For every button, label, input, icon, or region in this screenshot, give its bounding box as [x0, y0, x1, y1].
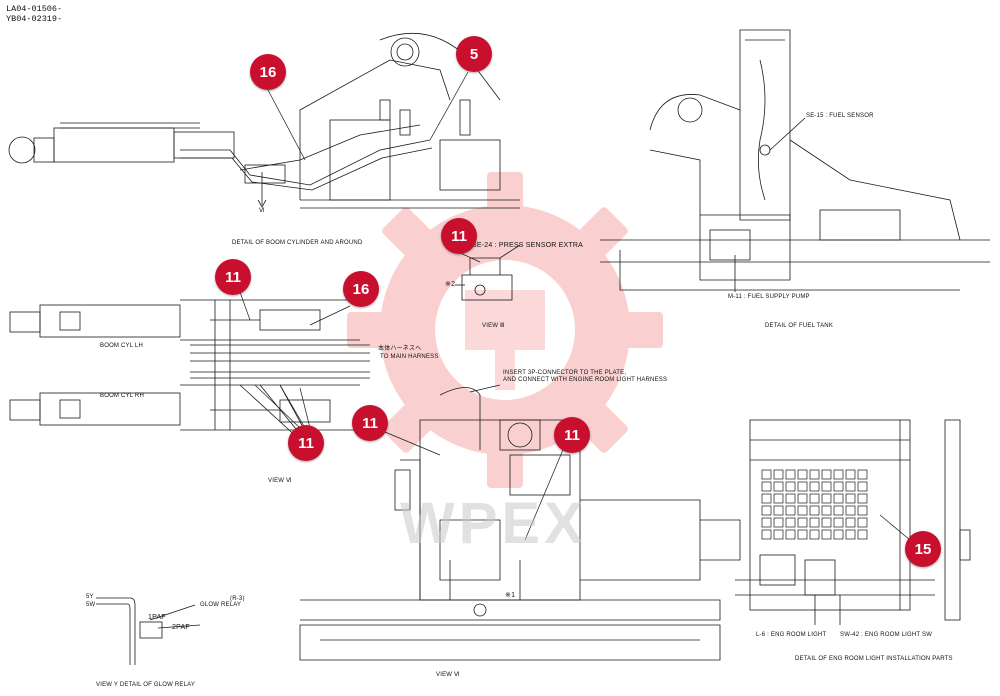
callout-part-11[interactable]: 11	[441, 218, 477, 254]
label-eng-light-sw: SW-42 : ENG ROOM LIGHT SW	[840, 632, 933, 638]
press-sensor-view	[455, 244, 521, 301]
label-main-harness-jp: 本体ハーネスへ	[378, 346, 422, 352]
label-boom-lh: BOOM CYL LH	[100, 343, 143, 349]
doc-id-2: YB04-02319-	[6, 14, 63, 24]
callout-part-16[interactable]: 16	[250, 54, 286, 90]
label-press-sensor: SE-24 : PRESS SENSOR EXTRA	[472, 242, 584, 249]
label-main-harness: TO MAIN HARNESS	[380, 354, 439, 360]
callout-part-11[interactable]: 11	[352, 405, 388, 441]
label-insert-note-1: INSERT 3P-CONNECTOR TO THE PLATE,	[503, 370, 627, 376]
label-insert-note-2: AND CONNECT WITH ENGINE ROOM LIGHT HARNE…	[503, 377, 668, 383]
callout-part-11[interactable]: 11	[554, 417, 590, 453]
watermark-text: WPEX	[400, 491, 587, 556]
callout-part-5[interactable]: 5	[456, 36, 492, 72]
callout-part-15[interactable]: 15	[905, 531, 941, 567]
boom-cylinders-lh-rh	[9, 299, 370, 441]
label-wire-5y: 5Y	[86, 594, 94, 600]
label-2paf: 2PAF	[172, 624, 190, 631]
label-fuel-pump: M-11 : FUEL SUPPLY PUMP	[728, 294, 810, 300]
caption-fuel-tank: DETAIL OF FUEL TANK	[765, 323, 834, 329]
doc-id-1: LA04-01506-	[6, 4, 63, 14]
caption-view-vi-left: VIEW Ⅵ	[268, 478, 292, 484]
label-mark-1: ※1	[505, 592, 516, 599]
label-r3: (R-3)	[230, 596, 245, 602]
label-mark-2: ※2	[445, 281, 456, 288]
eng-room-panel	[735, 419, 971, 625]
callout-part-11[interactable]: 11	[215, 259, 251, 295]
label-fuel-sensor: SE-15 : FUEL SENSOR	[806, 113, 874, 119]
label-eng-light: L-6 : ENG ROOM LIGHT	[756, 632, 827, 638]
label-wire-5w: 5W	[86, 602, 96, 608]
caption-boom-detail: DETAIL OF BOOM CYLINDER AND AROUND	[232, 240, 363, 246]
caption-eng-room: DETAIL OF ENG ROOM LIGHT INSTALLATION PA…	[795, 656, 953, 662]
label-boom-rh: BOOM CYL RH	[100, 393, 144, 399]
glow-relay	[96, 597, 201, 665]
boom-cylinder-top	[8, 32, 520, 209]
label-glow-relay: GLOW RELAY	[200, 602, 242, 608]
caption-view-iii: VIEW Ⅲ	[482, 323, 505, 329]
fuel-tank	[600, 29, 990, 292]
engine-assembly	[299, 384, 741, 661]
callout-part-11[interactable]: 11	[288, 425, 324, 461]
label-1paf: 1PAF	[148, 614, 166, 621]
callout-part-16[interactable]: 16	[343, 271, 379, 307]
caption-view-y: VIEW Y DETAIL OF GLOW RELAY	[96, 682, 196, 688]
caption-view-vi-center: VIEW Ⅵ	[436, 672, 460, 678]
label-view-mark: Ⅵ	[259, 208, 265, 214]
